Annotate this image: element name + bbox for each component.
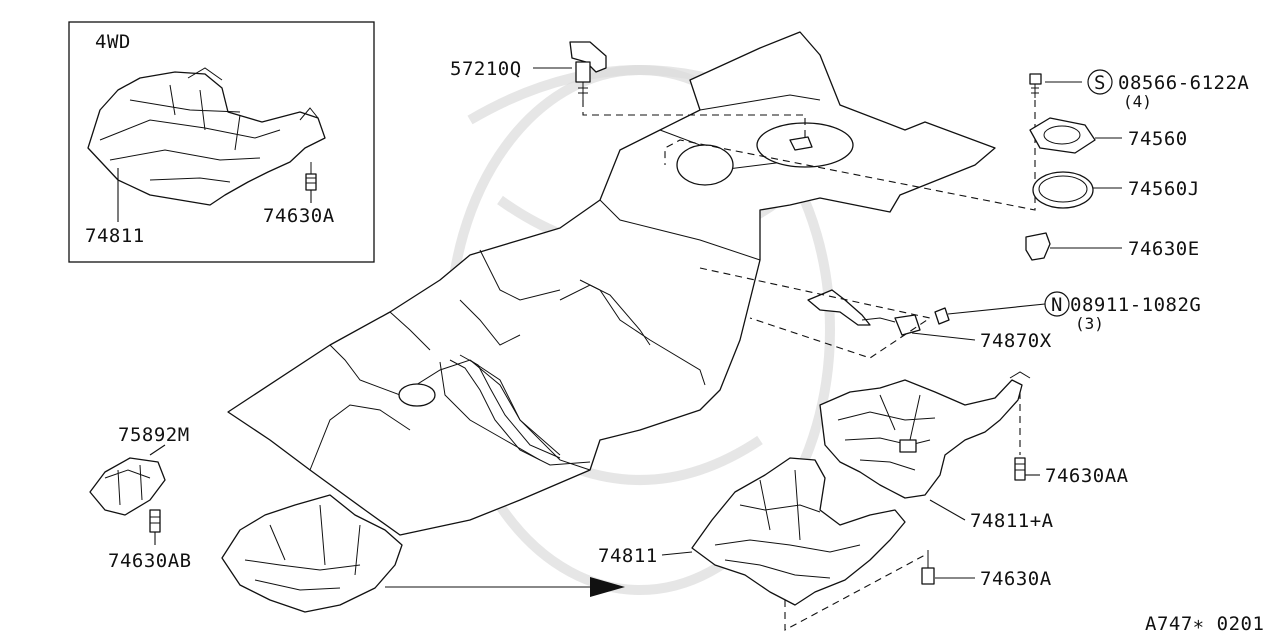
inset-variant-label: 4WD (95, 31, 131, 53)
inset-4wd: 4WD 74811 74630A (68, 21, 375, 263)
diagram-code: A747∗ 0201 (1145, 613, 1264, 635)
part-74630e: 74630E (1025, 232, 1200, 261)
floor-pan-assembly (227, 31, 996, 536)
label-74811a: 74811+A (970, 510, 1054, 532)
part-front-undercover (221, 494, 403, 613)
label-74630a: 74630A (980, 568, 1052, 590)
part-74560: 74560 (1029, 117, 1188, 154)
inset-border (68, 21, 375, 263)
part-08566-6122a: S 08566-6122A (4) (664, 69, 1249, 211)
part-57210q: 57210Q (450, 41, 806, 140)
label-74870x: 74870X (980, 330, 1052, 352)
part-74560j: 74560J (1032, 171, 1200, 209)
label-74811: 74811 (598, 545, 658, 567)
part-74630ab: 74630AB (108, 509, 192, 572)
inset-label-74630a: 74630A (263, 205, 335, 227)
inset-undercover (87, 67, 326, 206)
label-08911-qty: (3) (1075, 314, 1104, 333)
label-75892m: 75892M (118, 424, 190, 446)
part-75892m: 75892M (89, 424, 190, 516)
inset-label-74811: 74811 (85, 225, 145, 247)
part-08911-1082g: N 08911-1082G (3) 74870X (699, 267, 1201, 359)
label-74560j: 74560J (1128, 178, 1200, 200)
part-74630a: 74630A (921, 550, 1052, 590)
label-74560: 74560 (1128, 128, 1188, 150)
s-symbol-circle (1087, 69, 1113, 95)
label-74630aa: 74630AA (1045, 465, 1129, 487)
label-08566-6122a: 08566-6122A (1118, 72, 1249, 94)
part-74811-cover: 74811 (598, 457, 926, 631)
label-57210q: 57210Q (450, 58, 522, 80)
direction-arrow (385, 577, 625, 597)
s-symbol: S (1094, 72, 1106, 94)
label-08911-1082g: 08911-1082G (1070, 294, 1201, 316)
label-08566-qty: (4) (1123, 92, 1152, 111)
n-symbol-circle (1044, 291, 1070, 317)
inset-bolt (305, 162, 317, 191)
part-74630aa: 74630AA (1014, 457, 1129, 487)
label-74630e: 74630E (1128, 238, 1200, 260)
floor-plug-hole (398, 383, 436, 407)
label-74630ab: 74630AB (108, 550, 192, 572)
n-symbol: N (1051, 294, 1063, 316)
fuel-filler-hole (676, 144, 734, 186)
part-74811a-cover: 74811+A (819, 371, 1054, 532)
